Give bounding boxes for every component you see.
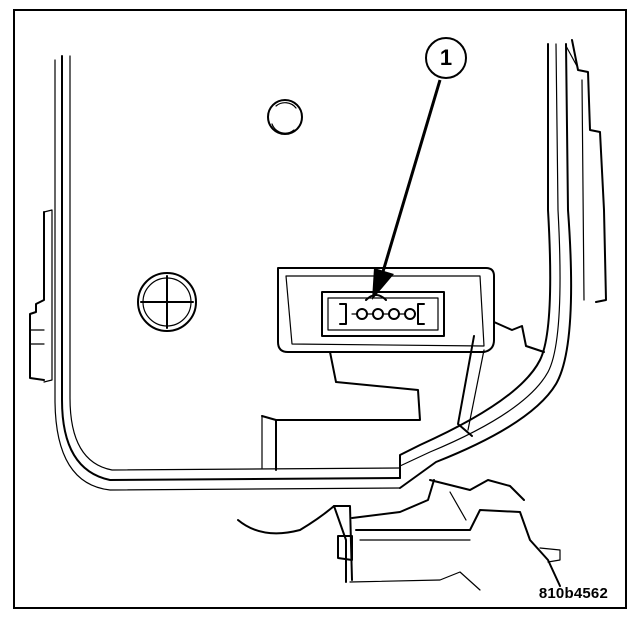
callout-circle — [425, 37, 467, 79]
crosshair-hole — [137, 272, 197, 332]
callout-number: 1 — [439, 45, 453, 70]
connector-bracket — [261, 351, 421, 471]
door-right-edge — [399, 43, 573, 489]
door-left-edge — [54, 55, 401, 491]
round-plug — [267, 99, 303, 135]
lower-mechanism — [237, 479, 561, 591]
callout-arrowhead — [372, 268, 394, 300]
wire-clip — [457, 321, 545, 437]
figure-border — [13, 9, 627, 609]
left-trim-strip — [29, 209, 53, 383]
callout-leader — [372, 79, 442, 300]
connector-housing — [277, 267, 495, 353]
right-pillar-trim — [565, 39, 607, 303]
figure-id-label: 810b4562 — [538, 585, 608, 602]
